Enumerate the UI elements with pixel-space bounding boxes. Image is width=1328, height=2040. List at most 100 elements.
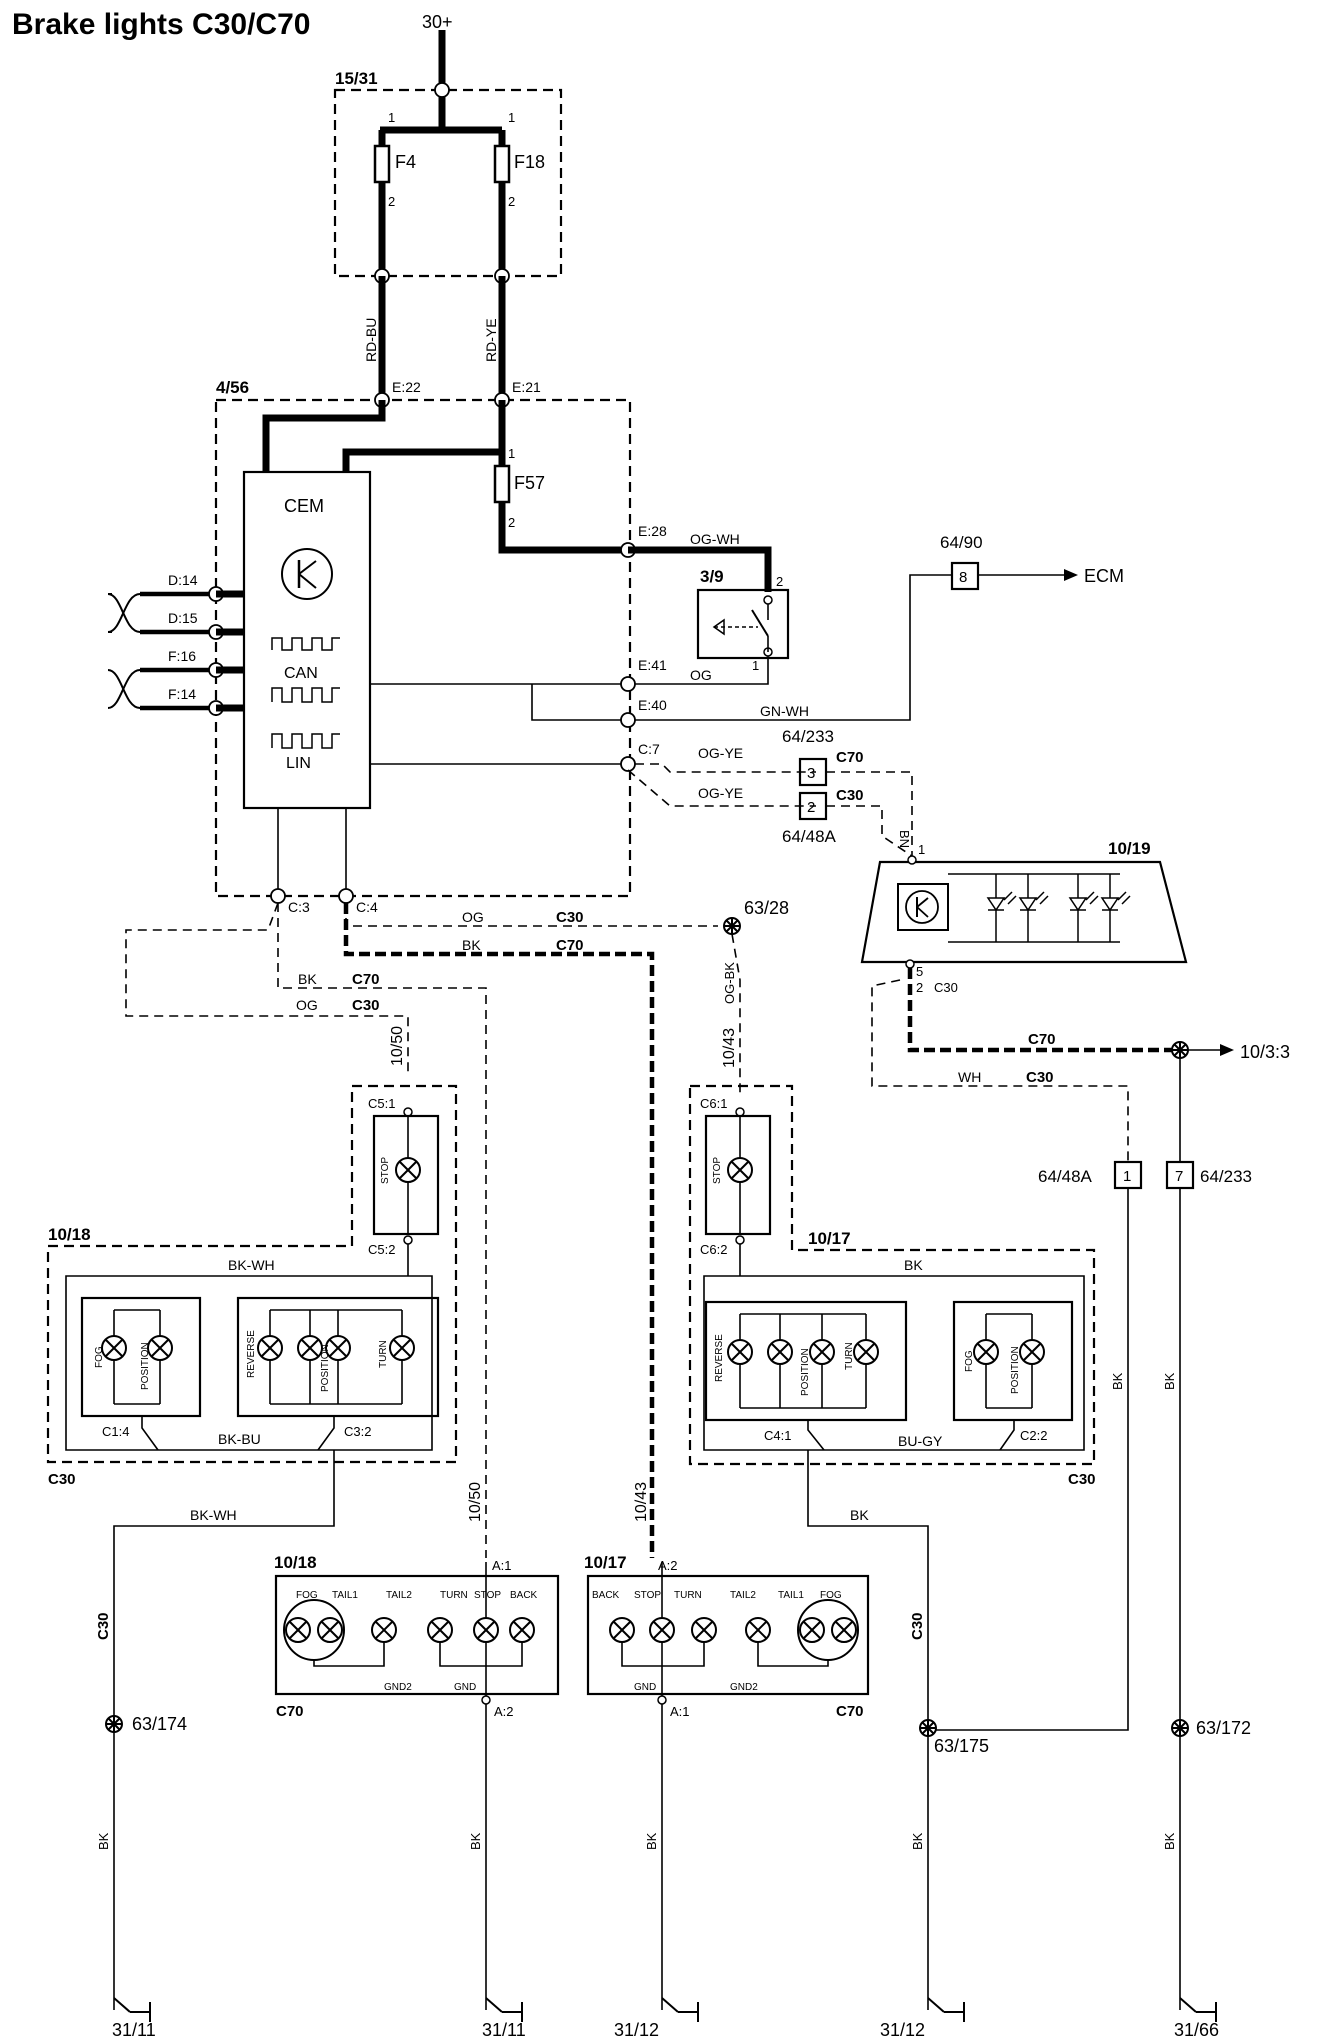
- wire-bu-gy: BU-GY: [898, 1433, 943, 1449]
- ecm-connector-pin: 8: [959, 569, 967, 586]
- c70l-id: 10/18: [274, 1553, 317, 1572]
- c70l-tail1: TAIL1: [332, 1590, 358, 1601]
- fuse-f18-pin2: 2: [508, 194, 515, 209]
- pin-f14: F:14: [168, 686, 196, 702]
- c70l-tail2: TAIL2: [386, 1590, 412, 1601]
- right-lamp-id: 10/17: [808, 1229, 851, 1248]
- wire-bn: BN: [897, 830, 912, 848]
- left-position2-label: POSITION: [320, 1344, 331, 1392]
- fuse-f57-label: F57: [514, 473, 545, 493]
- switch-pin2: 2: [776, 574, 783, 589]
- high-stop-lamp-10-19: 10/19 1: [860, 839, 1188, 995]
- left-position-label: POSITION: [140, 1342, 151, 1390]
- c70l-gnd2: GND2: [384, 1682, 412, 1693]
- right-fog-label: FOG: [964, 1350, 975, 1372]
- fuse-f4-pin2: 2: [388, 194, 395, 209]
- c70l-a2: A:2: [494, 1704, 514, 1719]
- fuse-f57-pin1: 1: [508, 446, 515, 461]
- pin-c3: C:3: [288, 899, 310, 915]
- c70l-stop: STOP: [474, 1590, 501, 1601]
- conn-64-233-variant: C70: [836, 749, 864, 766]
- og-c4-variant: C30: [556, 909, 584, 926]
- conn-64-48a-lower-id: 64/48A: [1038, 1167, 1093, 1186]
- pin-c6-1: C6:1: [700, 1096, 727, 1111]
- left-rear-lamp-10-18-c30: 10/18 C30 C5:1 STOP C5:2 BK-WH FOG POSIT…: [46, 1084, 458, 1488]
- pin-d14: D:14: [168, 572, 198, 588]
- wire-og-switch: OG: [690, 667, 712, 683]
- right-rear-lamp-10-17-c30: 10/17 C30 C6:1 STOP C6:2 BK REVERSE POSI…: [688, 1084, 1096, 1488]
- pin-d15: D:15: [168, 610, 198, 626]
- right-turn-label: TURN: [844, 1342, 855, 1370]
- ecm-label: ECM: [1084, 566, 1124, 586]
- conn-64-233-id: 64/233: [782, 727, 834, 746]
- bk-c4-variant: C70: [556, 937, 584, 954]
- right-stop-label: STOP: [712, 1157, 723, 1184]
- c70r-gnd: GND: [634, 1682, 656, 1693]
- diagram-title: Brake lights C30/C70: [12, 8, 310, 41]
- wh-c30-label: C30: [1026, 1069, 1054, 1086]
- lin-label: LIN: [286, 755, 311, 772]
- conn-64-233-pin3: 3: [807, 765, 815, 782]
- wire-bk-r-lower: BK: [850, 1507, 869, 1523]
- c70r-gnd2: GND2: [730, 1682, 758, 1693]
- left-reverse-label: REVERSE: [246, 1330, 257, 1378]
- c70l-gnd: GND: [454, 1682, 476, 1693]
- switch-pin1: 1: [752, 658, 759, 673]
- fuse-f57-pin2: 2: [508, 515, 515, 530]
- wire-og-wh: OG-WH: [690, 531, 740, 547]
- splice-63-28: 63/28: [744, 898, 789, 918]
- ref-10-43-lower: 10/43: [633, 1482, 650, 1522]
- ground-31-66: 31/66: [1174, 2020, 1219, 2040]
- fuse-box-15-31: 15/31 F4 1 2 F18 1 2: [333, 30, 563, 284]
- hs-c70-label: C70: [1028, 1031, 1056, 1048]
- right-rear-lamp-10-17-c70: 10/43 A:2 10/17 C70 BACK STOP TURN TAIL2…: [584, 1482, 870, 2010]
- c70l-variant: C70: [276, 1703, 304, 1720]
- c70l-a1: A:1: [492, 1558, 512, 1573]
- high-stop-id: 10/19: [1108, 839, 1151, 858]
- c70r-a2: A:2: [658, 1558, 678, 1573]
- wire-og-c4: OG: [462, 909, 484, 925]
- c70r-back: BACK: [592, 1590, 620, 1601]
- c70r-tail2: TAIL2: [730, 1590, 756, 1601]
- ecm-connector-id: 64/90: [940, 533, 983, 552]
- wire-rd-ye: RD-YE: [483, 318, 499, 362]
- left-rear-lamp-10-18-c70: 10/50 A:1 10/18 C70 FOG TAIL1 TAIL2 TURN…: [274, 1482, 560, 2010]
- right-reverse-label: REVERSE: [714, 1334, 725, 1382]
- wire-bk-wh-lower: BK-WH: [190, 1507, 237, 1523]
- wire-rd-bu: RD-BU: [363, 318, 379, 362]
- cem-id: 4/56: [216, 378, 249, 397]
- can-label: CAN: [284, 665, 318, 682]
- ref-10-3-3: 10/3:3: [1240, 1042, 1290, 1062]
- c70l-turn: TURN: [440, 1590, 468, 1601]
- high-stop-pin2: 2: [916, 980, 923, 995]
- left-fog-label: FOG: [94, 1346, 105, 1368]
- pin-c5-2: C5:2: [368, 1242, 395, 1257]
- wire-bk-c4: BK: [462, 937, 481, 953]
- right-position-label: POSITION: [800, 1348, 811, 1396]
- pin-e22: E:22: [392, 379, 421, 395]
- wire-bk-c3: BK: [298, 971, 317, 987]
- c70r-stop: STOP: [634, 1590, 661, 1601]
- wire-bk-g1: BK: [96, 1832, 111, 1850]
- wire-bk-bu: BK-BU: [218, 1431, 261, 1447]
- right-lamp-variant: C30: [1068, 1471, 1096, 1488]
- c70r-variant: C70: [836, 1703, 864, 1720]
- fuse-f18-pin1: 1: [508, 110, 515, 125]
- wire-bk-r1: BK: [1110, 1372, 1125, 1390]
- pin-c4-1: C4:1: [764, 1428, 791, 1443]
- pin-c5-1: C5:1: [368, 1096, 395, 1111]
- ref-10-50-lower: 10/50: [467, 1482, 484, 1522]
- left-lamp-variant: C30: [48, 1471, 76, 1488]
- pin-c1-4: C1:4: [102, 1424, 129, 1439]
- left-c30-vert: C30: [95, 1612, 112, 1640]
- ground-31-11-a: 31/11: [112, 2020, 156, 2040]
- conn-64-233-lower-id: 64/233: [1200, 1167, 1252, 1186]
- pin-c2-2: C2:2: [1020, 1428, 1047, 1443]
- wire-og-ye-c30: OG-YE: [698, 785, 743, 801]
- conn-64-48a-pin2: 2: [807, 799, 815, 816]
- brake-switch-3-9: OG-WH 3/9 2 1 OG: [628, 531, 790, 685]
- cem-module: 4/56 E:22 E:21 F57 1 2 CEM CAN LIN: [107, 378, 667, 915]
- high-stop-pin1: 1: [918, 842, 925, 857]
- wire-bk-g3: BK: [644, 1832, 659, 1850]
